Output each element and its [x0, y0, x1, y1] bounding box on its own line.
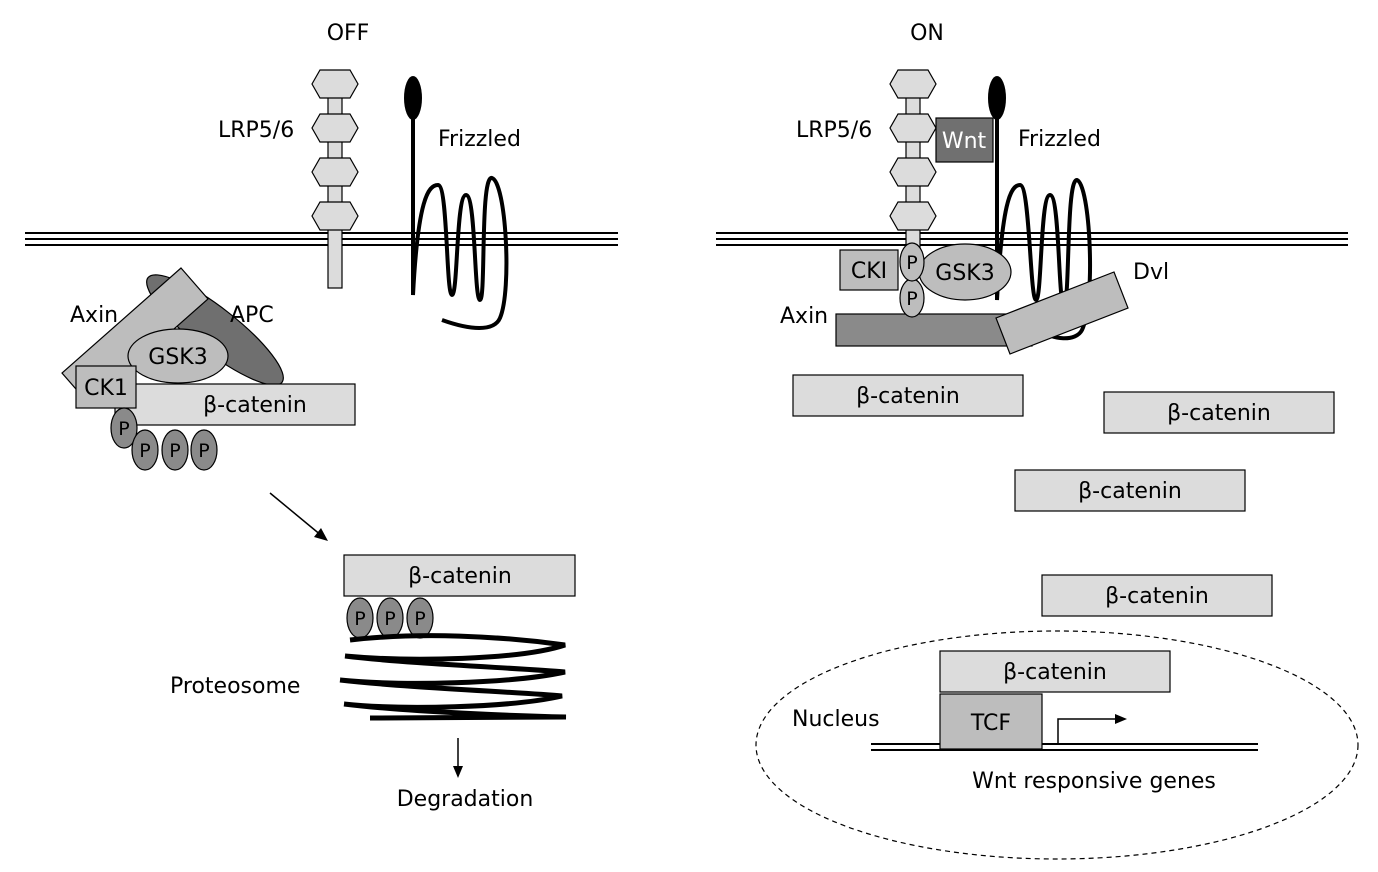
off-degraded-phosphate-group	[346, 597, 434, 639]
on-axin-label: Axin	[780, 304, 828, 329]
on-phosphate-label: P	[906, 252, 917, 274]
on-beta-catenin-label: β-catenin	[1078, 479, 1182, 504]
on-dvl-label: Dvl	[1133, 260, 1169, 285]
off-degraded-beta-catenin-box	[343, 554, 576, 597]
off-ck1-label: CK1	[84, 376, 128, 401]
on-title: ON	[910, 21, 944, 46]
on-tcf-box	[939, 693, 1043, 750]
off-gsk3-shape	[127, 328, 229, 384]
on-beta-catenin-box	[1041, 574, 1273, 617]
off-title: OFF	[327, 21, 370, 46]
on-beta-catenin-label: β-catenin	[1167, 401, 1271, 426]
on-wnt-label: Wnt	[942, 129, 987, 154]
on-cki-box	[839, 249, 899, 291]
on-nucleus-boundary	[755, 630, 1359, 860]
off-phosphate-label: P	[118, 418, 129, 440]
on-lrp-label: LRP5/6	[796, 118, 872, 143]
on-wnt-genes-label: Wnt responsive genes	[972, 769, 1216, 794]
off-lrp-label: LRP5/6	[218, 118, 294, 143]
on-wnt-box	[935, 117, 994, 163]
on-lrp-receptor	[889, 69, 937, 257]
on-beta-catenin-label: β-catenin	[856, 384, 960, 409]
on-beta-catenin-box	[1014, 469, 1246, 512]
off-phosphate-label: P	[169, 440, 180, 462]
on-dvl-shape	[995, 271, 1129, 355]
off-phosphate-label: P	[198, 440, 209, 462]
off-beta-catenin-label: β-catenin	[203, 393, 307, 418]
on-beta-catenin-label: β-catenin	[1105, 584, 1209, 609]
on-beta-catenin-group	[792, 374, 1335, 617]
on-beta-catenin-box	[792, 374, 1024, 417]
off-frizzled-label: Frizzled	[438, 127, 521, 152]
on-transcription-arrow	[1057, 714, 1127, 744]
off-degraded-beta-catenin-label: β-catenin	[408, 564, 512, 589]
on-tcf-label: TCF	[970, 711, 1011, 736]
off-gsk3-label: GSK3	[148, 345, 207, 370]
off-degradation-label: Degradation	[397, 787, 534, 812]
on-dna-strand	[871, 743, 1258, 751]
off-lrp-receptor	[311, 69, 359, 289]
off-frizzled-receptor	[404, 76, 509, 330]
on-phosphate-group	[899, 242, 925, 318]
off-phosphate-group	[110, 407, 218, 471]
off-apc-label: APC	[230, 303, 274, 328]
on-nuclear-beta-catenin-box	[939, 650, 1171, 693]
off-phosphate-label: P	[414, 608, 425, 630]
off-axin-label: Axin	[70, 303, 118, 328]
off-phosphate-label: P	[354, 608, 365, 630]
on-frizzled-label: Frizzled	[1018, 127, 1101, 152]
off-membrane	[25, 232, 618, 246]
on-nucleus-label: Nucleus	[792, 707, 880, 732]
off-ck1-box	[75, 365, 137, 409]
off-proteosome-label: Proteosome	[170, 674, 300, 699]
off-arrow-to-proteosome	[269, 492, 328, 541]
on-gsk3-label: GSK3	[935, 261, 994, 286]
on-membrane	[716, 232, 1348, 246]
off-phosphate-label: P	[384, 608, 395, 630]
off-arrow-to-degradation	[453, 738, 463, 778]
on-beta-catenin-box	[1103, 391, 1335, 434]
on-cki-label: CKI	[851, 259, 887, 284]
off-proteosome-coil	[339, 633, 567, 721]
off-phosphate-label: P	[139, 440, 150, 462]
on-phosphate-label: P	[906, 288, 917, 310]
on-nuclear-beta-catenin-label: β-catenin	[1003, 660, 1107, 685]
on-frizzled-receptor	[988, 76, 1093, 341]
